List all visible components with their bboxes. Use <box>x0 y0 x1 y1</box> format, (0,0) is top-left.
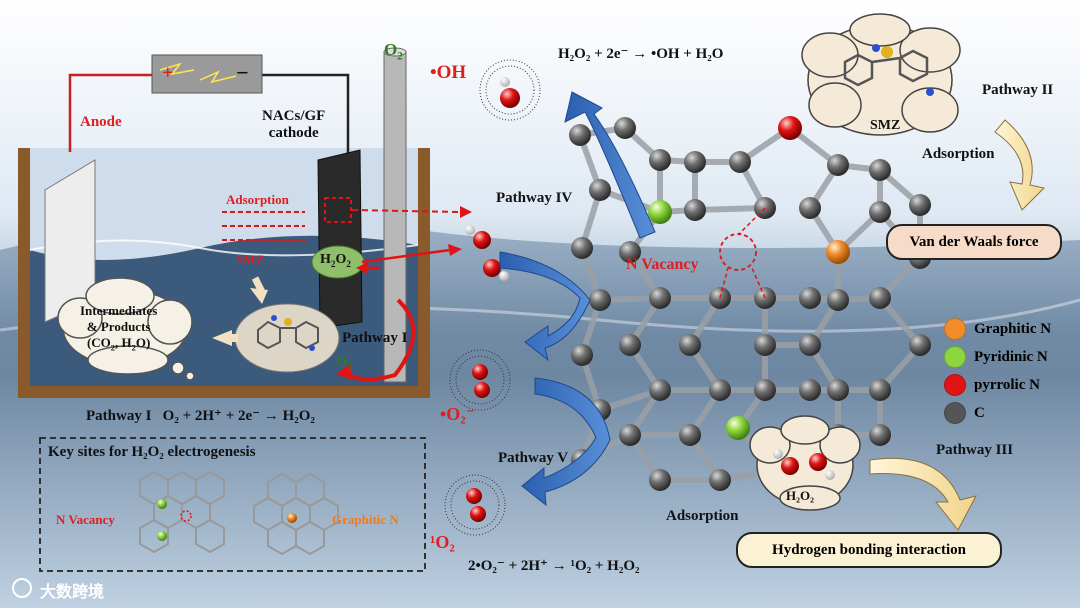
singlet-oxygen-equation: 2•O₂⁻ + 2H⁺ → ¹O₂ + H₂O₂ <box>468 558 640 574</box>
o2-bubble-label: O2 <box>336 354 353 373</box>
pathway2-label: Pathway II <box>982 82 1054 98</box>
adsorption-label-right: Adsorption <box>922 146 995 162</box>
superoxide-label: •O₂⁻ <box>440 404 476 424</box>
battery-plus: + <box>162 62 174 84</box>
van-der-waals-label: Van der Waals force <box>909 233 1039 250</box>
key-sites-n-vacancy: N Vacancy <box>56 512 115 527</box>
adsorption-label-cell: Adsorption <box>226 192 289 207</box>
legend-graphitic-n: Graphitic N <box>944 318 1051 340</box>
o2-inlet-label: O2 <box>384 40 403 63</box>
key-sites-title: Key sites for H₂O₂ electrogenesis <box>48 444 256 460</box>
pathway4-label: Pathway IV <box>496 190 573 206</box>
legend-dot-pyrrolic-n <box>944 374 966 396</box>
legend-dot-pyridinic-n <box>944 346 966 368</box>
van-der-waals-box: Van der Waals force <box>886 224 1062 260</box>
legend-label: Pyridinic N <box>974 348 1048 365</box>
legend-label: pyrrolic N <box>974 376 1040 393</box>
battery-minus: − <box>236 60 249 85</box>
pathway3-label: Pathway III <box>936 442 1014 458</box>
cathode-label-line1: NACs/GF <box>262 108 326 124</box>
legend-label: C <box>974 404 985 421</box>
watermark-text: 大数跨境 <box>40 582 105 601</box>
pathway5-label: Pathway V <box>498 450 569 466</box>
pathway1-cell-label: Pathway I <box>342 330 408 346</box>
cathode-label-line2: cathode <box>268 125 319 141</box>
legend-pyrrolic-n: pyrrolic N <box>944 374 1040 396</box>
anode-label: Anode <box>80 114 122 130</box>
h2o2-cloud-label: H₂O₂ <box>786 488 815 503</box>
legend-dot-graphitic-n <box>944 318 966 340</box>
adsorption-label-bottom: Adsorption <box>666 508 739 524</box>
hydrogen-bonding-label: Hydrogen bonding interaction <box>772 541 966 558</box>
cathode-label: NACs/GF cathode <box>262 108 325 142</box>
hydroxyl-radical-label: •OH <box>430 62 467 83</box>
legend-label: Graphitic N <box>974 320 1052 337</box>
smz-cloud-label: SMZ <box>870 118 901 133</box>
key-sites-graphitic-n: Graphitic N <box>332 512 399 527</box>
legend-carbon: C <box>944 402 985 424</box>
smz-label-cell: SMZ <box>236 252 265 267</box>
n-vacancy-label: N Vacancy <box>626 256 699 273</box>
h2o2-label-cell: H2O2 <box>320 252 351 269</box>
oh-equation: H₂O₂ + 2e⁻ → •OH + H₂O <box>558 46 724 62</box>
hydrogen-bonding-box: Hydrogen bonding interaction <box>736 532 1002 568</box>
singlet-oxygen-label: ¹O₂ <box>430 532 455 552</box>
legend-pyridinic-n: Pyridinic N <box>944 346 1048 368</box>
pathway1-equation: Pathway I O₂ + 2H⁺ + 2e⁻ → H₂O₂ <box>86 408 315 424</box>
legend-dot-carbon <box>944 402 966 424</box>
intermediates-label: Intermediates & Products (CO2, H2O) <box>80 303 158 353</box>
